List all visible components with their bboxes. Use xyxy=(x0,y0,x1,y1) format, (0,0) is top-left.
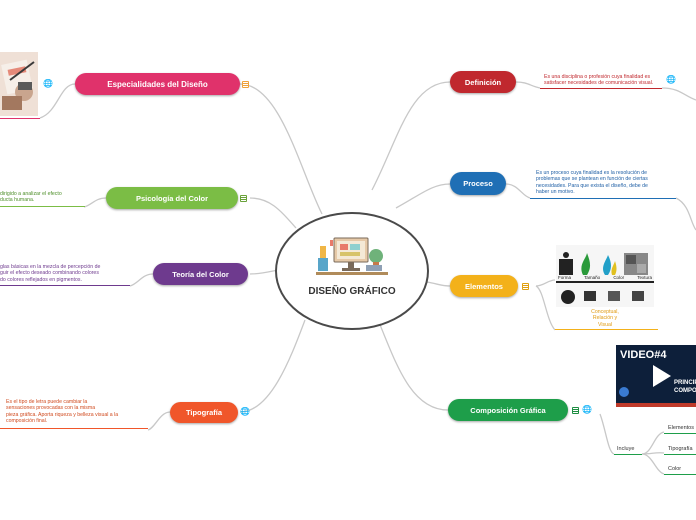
branch-definicion-label: Definición xyxy=(465,78,501,87)
elementos-image: Forma Tamaño Color Textura xyxy=(556,245,654,307)
link-inc-elementos xyxy=(642,432,664,454)
composicion-item-tipografia: Tipografía xyxy=(668,446,693,452)
composicion-item-color: Color xyxy=(668,466,681,472)
link-tipografia xyxy=(240,320,305,412)
proceso-note-underline xyxy=(530,198,676,199)
link-proceso xyxy=(396,184,450,208)
link-ele-img xyxy=(536,280,555,286)
notes-icon[interactable] xyxy=(522,283,529,290)
link-elementos xyxy=(427,282,450,286)
includes-underline xyxy=(614,454,642,455)
link-definicion xyxy=(372,82,450,190)
item-underline xyxy=(664,474,696,475)
video-caption: PRINCIPIOS COMPOSICI xyxy=(674,379,696,395)
especialidades-image xyxy=(0,52,38,116)
elementos-note: Conceptual, Relación y Visual xyxy=(582,309,628,328)
notes-icon[interactable] xyxy=(240,195,247,202)
proceso-note: Es un proceso cuya finalidad es la resol… xyxy=(536,170,676,196)
definicion-note: Es una disciplina o profesión cuya final… xyxy=(544,74,664,87)
link-inc-color xyxy=(642,454,664,474)
item-underline xyxy=(664,454,696,455)
branch-especialidades[interactable]: Especialidades del Diseño xyxy=(75,73,240,95)
branch-teoria-label: Teoría del Color xyxy=(172,270,229,279)
notes-icon[interactable] xyxy=(242,81,249,88)
elementos-note-underline xyxy=(555,329,658,330)
image-label-textura: Textura xyxy=(637,275,652,280)
branch-definicion[interactable]: Definición xyxy=(450,71,516,93)
link-ele-note xyxy=(536,286,555,330)
image-label-color: Color xyxy=(613,275,624,280)
branch-composicion[interactable]: Composición Gráfica xyxy=(448,399,568,421)
design-workspace-illustration xyxy=(312,232,392,278)
link-composicion xyxy=(378,320,448,410)
branch-tipografia[interactable]: Tipografía xyxy=(170,402,238,423)
definicion-note-underline xyxy=(540,88,662,89)
teoria-note: glas básicas en la mezcla de percepción … xyxy=(0,264,130,283)
link-esp-note xyxy=(40,84,75,118)
central-topic[interactable]: DISEÑO GRÁFICO xyxy=(275,212,429,330)
branch-proceso[interactable]: Proceso xyxy=(450,172,506,195)
link-teoria xyxy=(250,270,278,274)
branch-tipografia-label: Tipografía xyxy=(186,408,222,417)
branch-psicologia-label: Psicología del Color xyxy=(136,194,208,203)
psicologia-note: dirigido a analizar el efecto ducta huma… xyxy=(0,191,84,204)
central-topic-title: DISEÑO GRÁFICO xyxy=(277,286,427,297)
branch-elementos-label: Elementos xyxy=(465,282,503,291)
link-psicologia xyxy=(250,198,296,228)
video-red-bar xyxy=(616,403,696,407)
image-label-forma: Forma xyxy=(558,275,571,280)
item-underline xyxy=(664,433,696,434)
tipografia-note-underline xyxy=(0,428,148,429)
image-label-tamano: Tamaño xyxy=(584,275,600,280)
branch-proceso-label: Proceso xyxy=(463,179,493,188)
link-def-note xyxy=(516,82,540,88)
globe-icon[interactable]: 🌐 xyxy=(43,80,53,88)
link-tip-note xyxy=(148,412,170,430)
link-pro-out xyxy=(676,198,696,230)
notes-icon[interactable] xyxy=(572,407,579,414)
link-psi-note xyxy=(84,198,106,207)
composicion-video-thumbnail[interactable]: VIDEO#4 PRINCIPIOS COMPOSICI xyxy=(616,345,696,407)
psicologia-note-underline xyxy=(0,206,85,207)
link-especialidades xyxy=(240,84,322,214)
globe-icon[interactable]: 🌐 xyxy=(582,406,592,414)
link-com-includes xyxy=(600,414,614,454)
elementos-image-labels: Forma Tamaño Color Textura xyxy=(558,275,652,280)
branch-especialidades-label: Especialidades del Diseño xyxy=(107,80,207,89)
especialidades-image-underline xyxy=(0,118,40,119)
branch-psicologia[interactable]: Psicología del Color xyxy=(106,187,238,209)
channel-logo-icon xyxy=(619,387,629,397)
link-def-out xyxy=(662,88,696,100)
link-teo-note xyxy=(130,274,153,286)
composicion-item-elementos: Elementos xyxy=(668,425,694,431)
branch-teoria[interactable]: Teoría del Color xyxy=(153,263,248,285)
branch-elementos[interactable]: Elementos xyxy=(450,275,518,297)
link-pro-note xyxy=(506,184,530,198)
tipografia-note: Es el tipo de letra puede cambiar la sen… xyxy=(6,399,148,425)
includes-label: Incluye xyxy=(617,446,634,452)
play-icon[interactable] xyxy=(653,365,671,387)
globe-icon[interactable]: 🌐 xyxy=(666,76,676,84)
video-title: VIDEO#4 xyxy=(620,349,666,361)
teoria-note-underline xyxy=(0,285,130,286)
branch-composicion-label: Composición Gráfica xyxy=(470,406,545,415)
globe-icon[interactable]: 🌐 xyxy=(240,408,250,416)
